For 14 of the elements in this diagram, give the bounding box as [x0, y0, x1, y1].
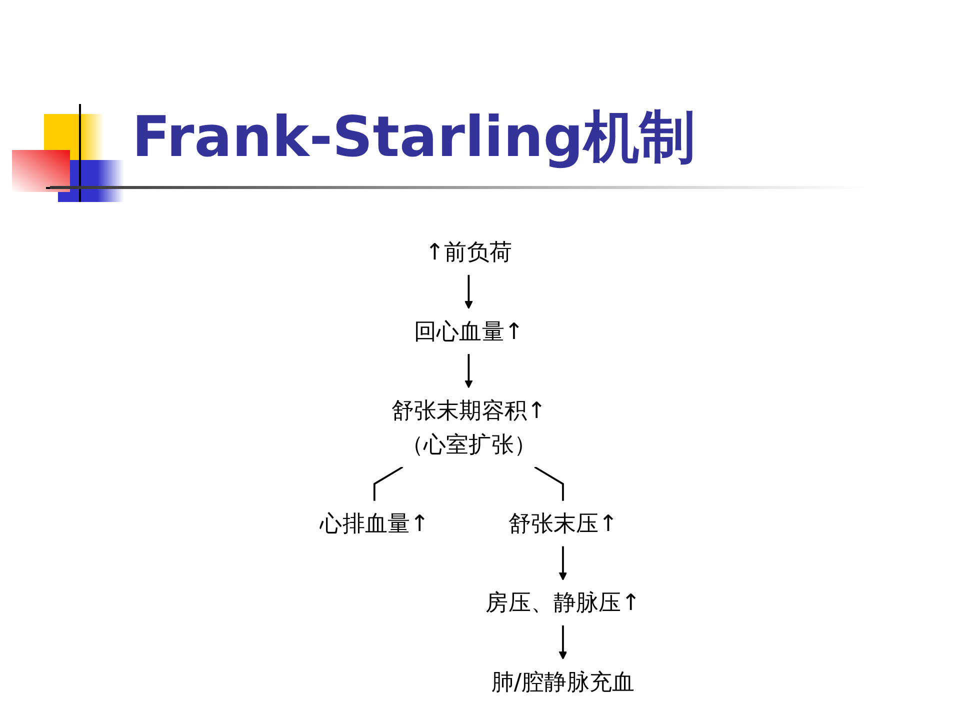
node-text: 肺/腔静脉充血 — [491, 668, 635, 696]
arrow — [558, 546, 568, 580]
title: Frank-Starling机制 — [132, 104, 696, 172]
arrow — [464, 274, 473, 310]
node-text: 回心血量↑ — [414, 318, 524, 344]
node-text: 房压、静脉压↑ — [486, 590, 640, 616]
connector — [534, 466, 564, 501]
node-text: 舒张末期容积↑ （心室扩张） — [391, 397, 546, 458]
arrow — [464, 354, 473, 388]
arrow — [558, 625, 568, 660]
node-text: 心排血量↑ — [320, 510, 430, 537]
connector — [373, 466, 404, 501]
node-text: ↑前负荷 — [425, 238, 512, 266]
node-text: 舒张末压↑ — [508, 510, 618, 537]
